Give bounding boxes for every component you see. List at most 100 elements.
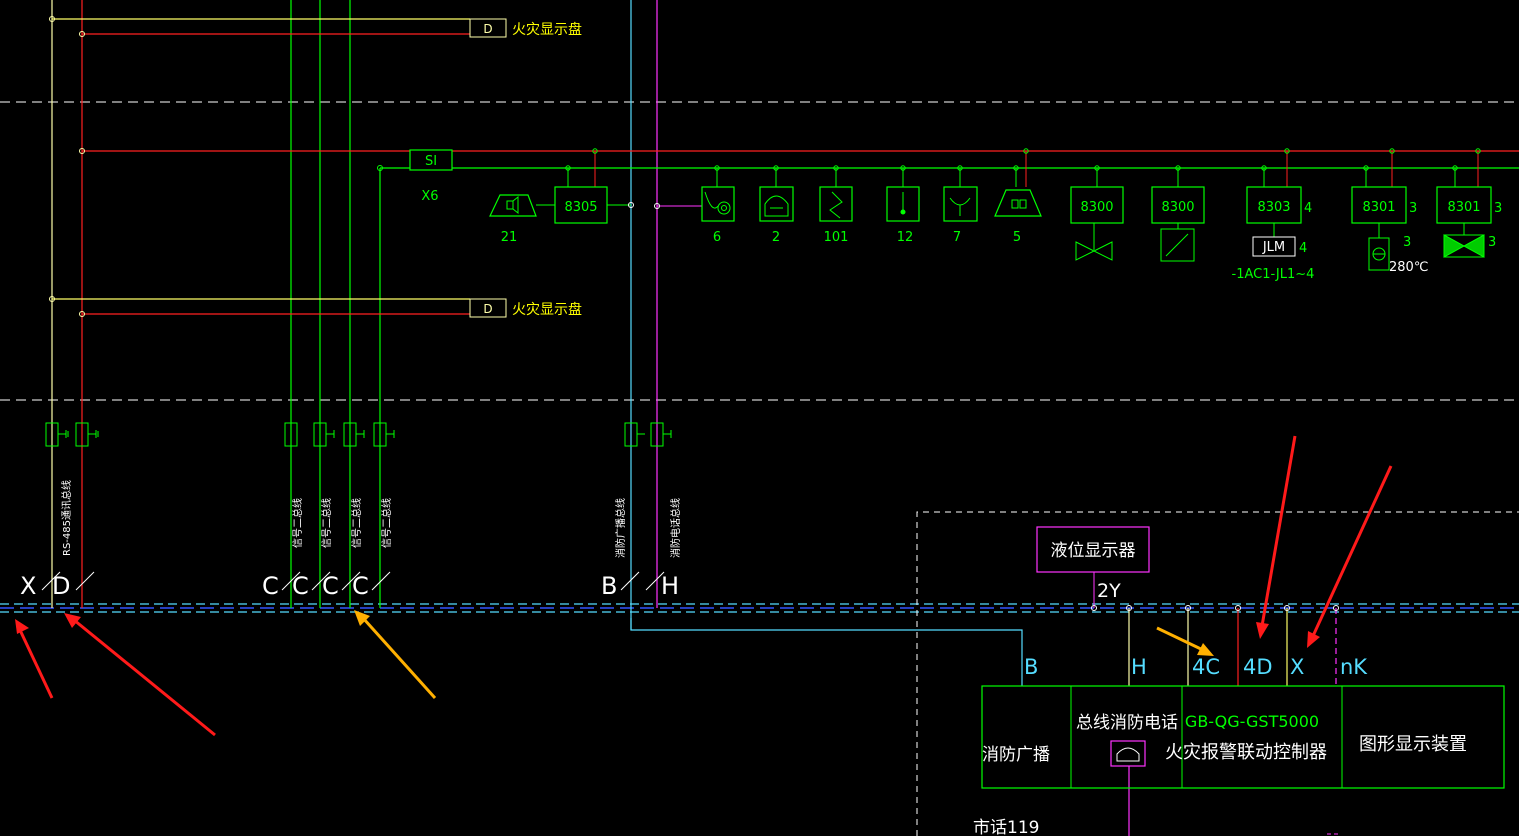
module-8301-first: 8301 3 3 280℃ — [1351, 186, 1428, 275]
module-8301-label: 8301 — [1362, 200, 1395, 215]
alarm-bell-quantity: 5 — [1013, 230, 1021, 245]
module-8301-quantity: 3 — [1494, 201, 1502, 216]
riser-isolators — [45, 422, 672, 447]
broadcast-bus-label: 消防广播总线 — [614, 498, 627, 558]
phone-device: 2 — [759, 186, 794, 245]
module-8303: 8303 4 JLM 4 -1AC1-JL1~4 — [1232, 186, 1315, 282]
alarm-bell-icon — [994, 189, 1042, 217]
module-8305-label: 8305 — [564, 200, 597, 215]
trunk-letter-c: C — [322, 572, 339, 600]
fire-display-bottom: D 火灾显示盘 — [49, 296, 582, 318]
telephone-icon — [764, 195, 789, 217]
signal-bus-label: 信号二总线 — [291, 498, 304, 548]
speaker-icon — [489, 194, 537, 217]
fire-damper-quantity: 3 — [1403, 235, 1411, 250]
bus-drops — [567, 151, 1479, 187]
trunk-letter-c: C — [352, 572, 369, 600]
fire-damper-icon — [1368, 237, 1390, 271]
riser-labels: RS-485通讯总线 信号二总线 信号二总线 信号二总线 信号二总线 消防广播总… — [60, 480, 682, 558]
speaker-quantity: 21 — [501, 230, 518, 245]
arrow-red-icon — [1307, 465, 1393, 648]
bus-fire-phone-label: 总线消防电话 — [1076, 713, 1178, 733]
isolator-sub-label: X6 — [421, 189, 438, 204]
arrow-red-icon — [15, 619, 54, 699]
valve-icon — [1075, 241, 1096, 261]
smoke-detector-quantity: 101 — [824, 230, 849, 245]
line-label-x: X — [1290, 655, 1304, 679]
alarm-bell-device: 5 — [994, 189, 1042, 245]
liquid-level-display: 液位显示器 2Y — [1036, 526, 1150, 608]
annotation-arrows — [15, 435, 1393, 737]
arrow-orange-icon — [1156, 626, 1214, 656]
trunk-letter-h: H — [661, 572, 679, 600]
telephone-icon — [1116, 747, 1140, 762]
trunk-letter-d: D — [52, 572, 70, 600]
trunk-letter-c: C — [292, 572, 309, 600]
city-phone-label: 市话119 — [973, 818, 1039, 836]
manual-button-icon — [949, 197, 971, 216]
module-8300-valve: 8300 — [1070, 186, 1124, 261]
manual-button-device: 7 — [943, 186, 978, 245]
smoke-detector-device: 101 — [819, 186, 853, 245]
heat-detector-quantity: 12 — [897, 230, 914, 245]
phone-bus-label: 消防电话总线 — [669, 498, 682, 558]
module-8305: 8305 — [554, 186, 634, 224]
line-label-k: nK — [1340, 655, 1368, 679]
manual-button-quantity: 7 — [953, 230, 961, 245]
signal-bus-label: 信号二总线 — [380, 498, 393, 548]
isolator-label: SI — [425, 154, 437, 169]
fire-display-label: 火灾显示盘 — [512, 301, 582, 318]
arrow-red-icon — [64, 613, 216, 737]
module-8303-quantity: 4 — [1304, 201, 1312, 216]
liquid-level-display-label: 液位显示器 — [1051, 541, 1136, 561]
control-room-boundary — [916, 511, 1519, 836]
controller-line-labels: B H 4C 4D X nK — [1024, 655, 1368, 679]
bus-nodes — [565, 148, 1481, 171]
speaker-device: 21 — [489, 194, 555, 245]
graphic-display-label: 图形显示装置 — [1359, 734, 1467, 755]
heat-detector-device: 12 — [886, 186, 920, 245]
phone-quantity: 2 — [772, 230, 780, 245]
line-label-b: B — [1024, 655, 1038, 679]
module-8303-label: 8303 — [1257, 200, 1290, 215]
fire-damper-temperature: 280℃ — [1389, 260, 1428, 275]
fire-display-label: 火灾显示盘 — [512, 21, 582, 38]
signal-bus-label: 信号二总线 — [320, 498, 333, 548]
flow-switch-icon — [1160, 228, 1195, 262]
controller-name: 火灾报警联动控制器 — [1165, 742, 1327, 763]
smoke-exhaust-damper-quantity: 3 — [1488, 235, 1496, 250]
rs485-label: RS-485通讯总线 — [60, 480, 73, 556]
phone-jack-quantity: 6 — [713, 230, 721, 245]
controller-feed-nodes — [1091, 605, 1339, 611]
vertical-risers — [51, 0, 658, 630]
trunk-letter-b: B — [601, 572, 617, 600]
controller-feed-lines — [630, 608, 1337, 836]
phone-jack-icon — [704, 191, 719, 209]
controller-cabinet: 消防广播 总线消防电话 GB-QG-GST5000 火灾报警联动控制器 图形显示… — [981, 685, 1505, 789]
trunk-letter-x: X — [20, 572, 36, 600]
line-label-d: 4D — [1243, 655, 1273, 679]
main-trunk — [0, 603, 1519, 613]
fire-display-tag: D — [483, 22, 492, 36]
module-8301-second: 8301 3 3 — [1436, 186, 1502, 258]
module-8300-flow: 8300 — [1151, 186, 1205, 262]
trunk-letters: X D C C C C B H — [20, 572, 679, 600]
arrow-red-icon — [1256, 435, 1297, 639]
jlm-label: JLM — [1262, 240, 1285, 255]
smoke-detector-icon — [829, 191, 843, 219]
arrow-orange-icon — [354, 610, 437, 700]
trunk-letter-c: C — [262, 572, 279, 600]
jlm-quantity: 4 — [1299, 241, 1307, 256]
liquid-level-tag: 2Y — [1097, 580, 1121, 602]
jlm-range: -1AC1-JL1~4 — [1232, 267, 1315, 282]
module-8300-label: 8300 — [1080, 200, 1113, 215]
trunk-slashes — [41, 571, 665, 591]
phone-jack-device: 6 — [654, 186, 735, 245]
line-label-c: 4C — [1192, 655, 1220, 679]
fire-broadcast-label: 消防广播 — [982, 745, 1050, 765]
module-8300-label: 8300 — [1161, 200, 1194, 215]
module-8301-quantity: 3 — [1409, 201, 1417, 216]
signal-bus-label: 信号二总线 — [350, 498, 363, 548]
fire-display-top: D 火灾显示盘 — [49, 16, 582, 38]
